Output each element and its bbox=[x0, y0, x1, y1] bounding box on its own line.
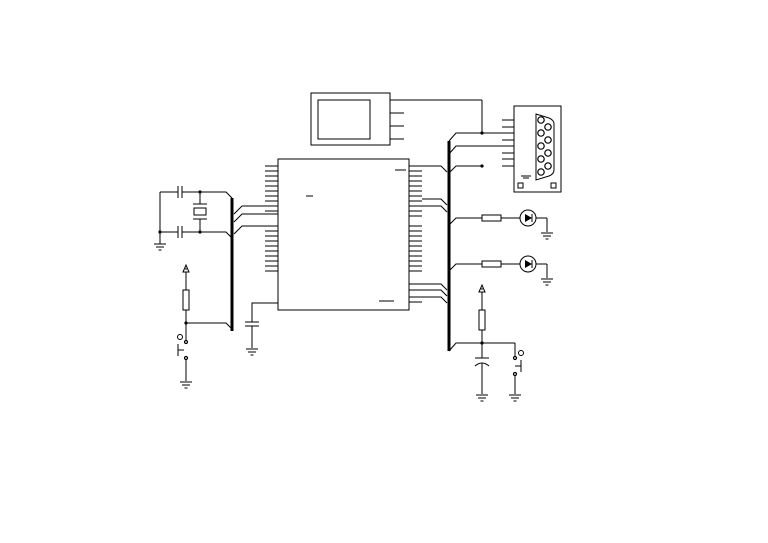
ic-left-pins bbox=[265, 165, 278, 272]
led-indicator-1 bbox=[481, 209, 548, 232]
crystal-oscillator bbox=[158, 186, 207, 244]
db9-pin bbox=[544, 136, 552, 144]
db9-pin bbox=[537, 116, 545, 124]
junction-dot bbox=[480, 131, 484, 135]
decoupling-capacitor bbox=[245, 302, 278, 348]
led-indicator-2 bbox=[481, 255, 548, 278]
button-circuit bbox=[474, 292, 524, 394]
junction-dot bbox=[480, 164, 484, 168]
db9-pin bbox=[537, 142, 545, 150]
lcd-display-module bbox=[310, 92, 483, 146]
ground-symbols bbox=[154, 232, 553, 402]
power-symbol-left bbox=[182, 263, 190, 273]
db9-pin bbox=[544, 123, 552, 131]
db9-serial-connector bbox=[502, 105, 562, 193]
microcontroller-ic bbox=[265, 158, 422, 311]
ic-right-pins bbox=[409, 165, 422, 303]
db9-pin bbox=[537, 168, 545, 176]
left-bus bbox=[186, 191, 278, 331]
db9-pin bbox=[537, 129, 545, 137]
reset-circuit bbox=[177, 272, 190, 381]
db9-pin bbox=[537, 155, 545, 163]
power-symbol-right bbox=[478, 283, 486, 293]
right-bus bbox=[422, 132, 515, 352]
db9-pin bbox=[544, 149, 552, 157]
db9-pins bbox=[502, 116, 552, 176]
db9-pin bbox=[544, 162, 552, 170]
